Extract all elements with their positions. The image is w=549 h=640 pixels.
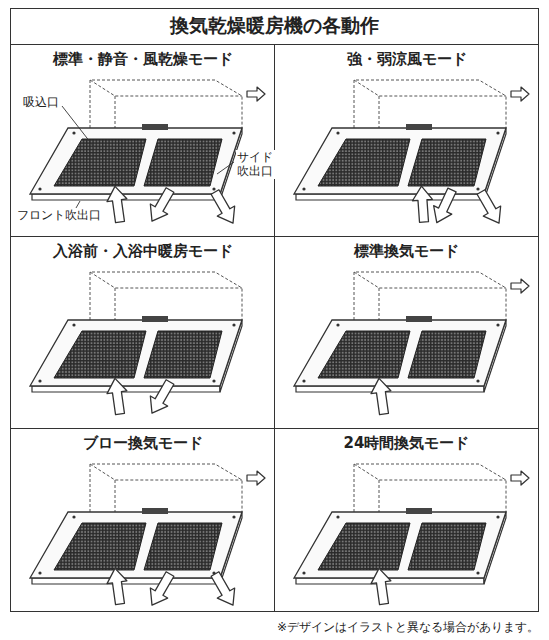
unit-body bbox=[294, 464, 506, 584]
unit-body bbox=[30, 272, 242, 392]
front-outlet-arrow bbox=[428, 186, 461, 227]
mode-cell: 標準換気モード bbox=[274, 236, 539, 429]
exhaust-arrow bbox=[511, 279, 529, 293]
exhaust-arrow bbox=[247, 471, 265, 485]
unit-figure bbox=[30, 272, 242, 418]
unit-figure bbox=[294, 80, 529, 228]
unit-body bbox=[294, 80, 506, 200]
leader-line bbox=[217, 162, 234, 174]
unit-figure bbox=[294, 272, 529, 415]
unit-body bbox=[30, 464, 242, 584]
mode-cell: 入浴前・入浴中暖房モード bbox=[10, 236, 275, 429]
side-outlet-arrow bbox=[206, 187, 241, 228]
intake-arrow bbox=[412, 185, 434, 222]
leader-line bbox=[76, 201, 80, 208]
mode-heading: 強・弱涼風モード bbox=[275, 45, 538, 69]
mode-heading: 24時間換気モード bbox=[275, 429, 538, 453]
unit-body bbox=[294, 272, 506, 392]
part-label: フロント吹出口 bbox=[16, 208, 102, 222]
mode-heading: 標準・静音・風乾燥モード bbox=[11, 45, 274, 69]
exhaust-arrow bbox=[511, 471, 529, 485]
mode-cell: 強・弱涼風モード bbox=[274, 44, 539, 237]
note-caption: ※デザインはイラストと異なる場合があります。 bbox=[277, 619, 539, 636]
part-label: サイド 吹出口 bbox=[236, 150, 278, 179]
part-label: 吸込口 bbox=[22, 95, 60, 109]
mode-cell: 24時間換気モード bbox=[274, 428, 539, 612]
outer-frame bbox=[11, 9, 539, 612]
unit-body bbox=[30, 80, 242, 200]
intake-arrow bbox=[105, 185, 130, 223]
front-outlet-arrow bbox=[143, 569, 178, 610]
mode-heading: 入浴前・入浴中暖房モード bbox=[11, 237, 274, 261]
mode-cell: ブロー換気モード bbox=[10, 428, 275, 612]
side-outlet-arrow bbox=[206, 569, 241, 610]
front-outlet-arrow bbox=[143, 377, 178, 418]
unit-figure bbox=[30, 80, 265, 228]
diagram-title: 換気乾燥暖房機の各動作 bbox=[10, 8, 539, 44]
intake-arrow bbox=[369, 377, 394, 415]
exhaust-arrow bbox=[511, 87, 529, 101]
mode-heading: ブロー換気モード bbox=[11, 429, 274, 453]
side-outlet-arrow bbox=[472, 187, 507, 228]
intake-arrow bbox=[105, 567, 130, 605]
front-outlet-arrow bbox=[143, 185, 178, 226]
unit-figure bbox=[294, 464, 529, 605]
exhaust-arrow bbox=[247, 87, 265, 101]
leader-line bbox=[62, 106, 94, 147]
intake-arrow bbox=[105, 377, 130, 415]
unit-figure bbox=[30, 464, 265, 610]
mode-heading: 標準換気モード bbox=[275, 237, 538, 261]
intake-arrow bbox=[369, 567, 394, 605]
